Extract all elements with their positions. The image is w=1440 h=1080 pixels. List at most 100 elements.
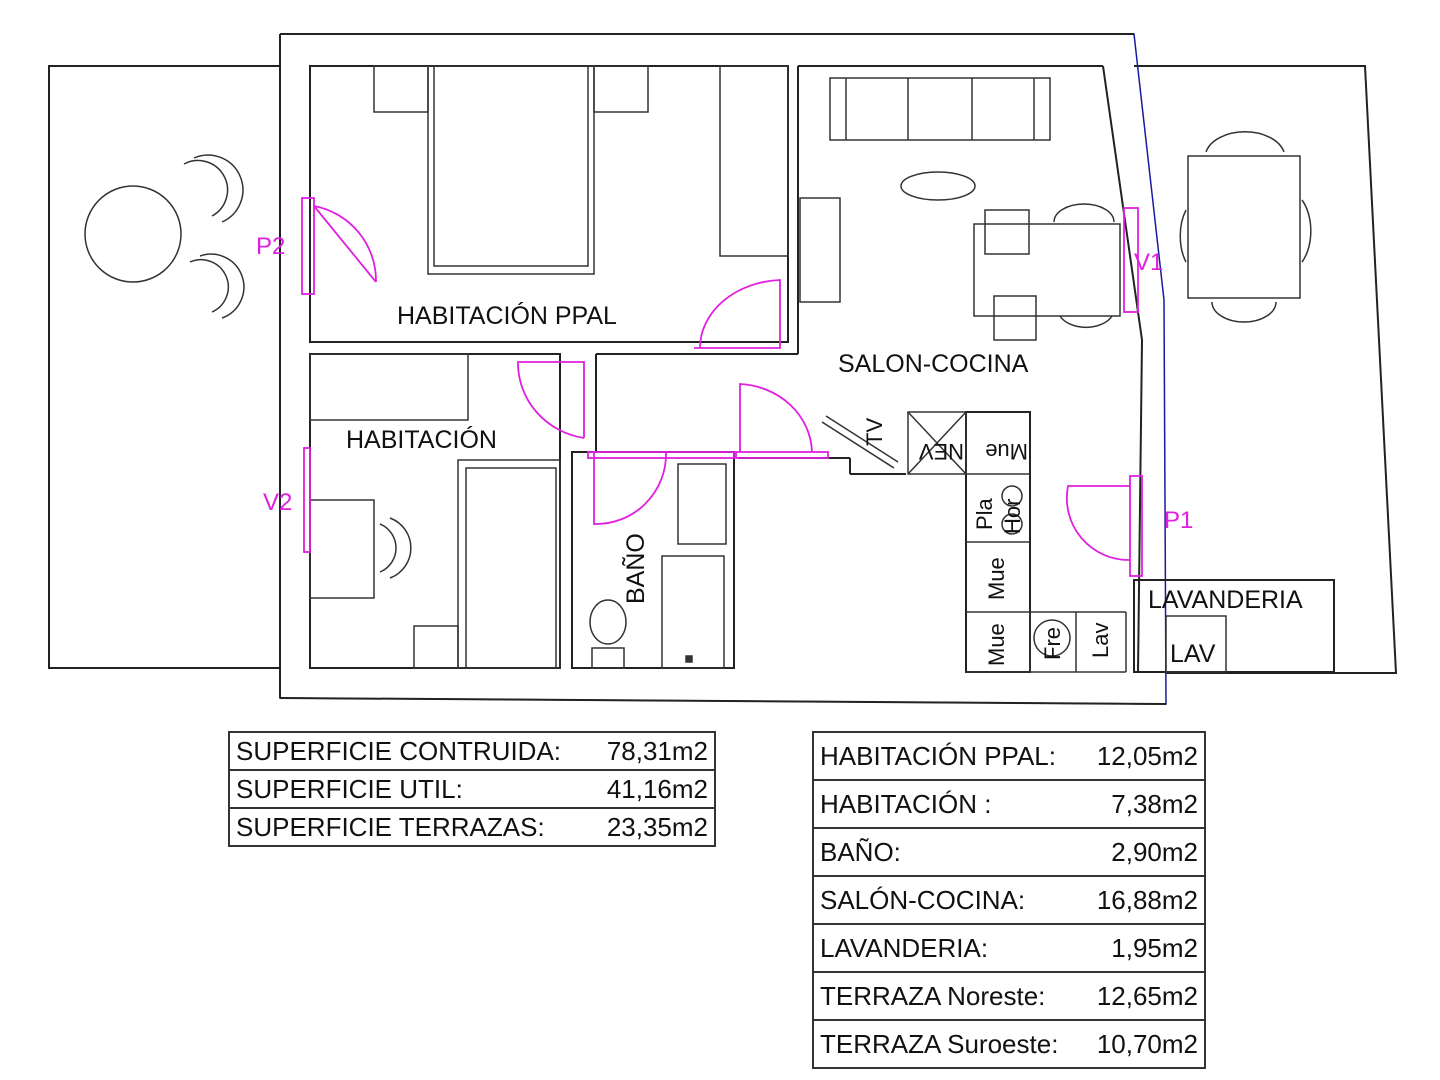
sofa	[829, 77, 1051, 141]
window-v1	[1123, 207, 1139, 313]
door-bedroom	[517, 361, 585, 439]
wardrobe	[719, 65, 789, 257]
shower	[661, 555, 725, 669]
door-living	[739, 383, 813, 453]
summary-value: 41,16m2	[592, 769, 715, 808]
chair	[1059, 315, 1113, 329]
label-p2: P2	[256, 233, 285, 260]
room-area-label: HABITACIÓN :	[813, 779, 1083, 828]
table-row: SUPERFICIE UTIL: 41,16m2	[229, 769, 715, 808]
fridge	[907, 411, 967, 475]
nightstand	[373, 65, 429, 113]
label-mue-mid: Mue	[984, 557, 1009, 600]
washing-machine	[1165, 615, 1227, 673]
summary-value: 23,35m2	[592, 807, 715, 846]
exterior-wall	[279, 697, 1167, 705]
table-row: HABITACIÓN : 7,38m2	[813, 779, 1205, 828]
label-lav: Lav	[1088, 623, 1113, 658]
chair	[984, 209, 1030, 255]
sink	[1033, 619, 1071, 657]
door-p1-frame	[1129, 475, 1143, 577]
label-mue-bottom: Mue	[984, 623, 1009, 666]
room-area-label: HABITACIÓN PPAL:	[820, 740, 1056, 771]
table-row: LAVANDERIA: 1,95m2	[813, 923, 1205, 972]
chair	[993, 295, 1037, 341]
label-p1: P1	[1164, 507, 1193, 534]
chair	[1205, 131, 1285, 153]
coffee-table	[900, 171, 976, 201]
opening-frame	[587, 451, 735, 459]
room-area-value: 16,88m2	[1082, 875, 1205, 924]
chair	[189, 258, 230, 313]
summary-label: SUPERFICIE UTIL:	[229, 769, 593, 808]
room-area-label: TERRAZA Suroeste:	[813, 1019, 1083, 1068]
toilet	[589, 599, 627, 645]
label-lav-unit: LAV	[1170, 640, 1216, 668]
hob-burner	[1001, 485, 1023, 507]
tv-unit	[821, 421, 895, 469]
label-habitacion: HABITACIÓN	[346, 425, 497, 454]
table-row: BAÑO: 2,90m2	[813, 827, 1205, 876]
room-area-value: 7,38m2	[1082, 779, 1205, 828]
room-lavanderia	[1133, 579, 1335, 673]
tv-unit	[825, 415, 899, 463]
label-lavanderia: LAVANDERIA	[1148, 586, 1303, 614]
toilet-tank	[591, 647, 625, 669]
table-row: SUPERFICIE CONTRUIDA: 78,31m2	[229, 732, 715, 770]
label-salon-cocina: SALON-COCINA	[838, 350, 1029, 378]
terrace-southwest	[48, 65, 281, 669]
label-habitacion-ppal: HABITACIÓN PPAL	[397, 301, 617, 330]
label-nev: NEV	[918, 439, 964, 464]
double-bed	[427, 65, 595, 275]
shower-drain	[685, 655, 693, 663]
room-habitacion	[309, 353, 561, 669]
desk	[309, 499, 375, 599]
dining-table	[973, 223, 1121, 317]
label-pla: Pla	[972, 497, 997, 530]
room-bano	[571, 451, 735, 669]
label-fre: Fre	[1040, 627, 1065, 660]
chair	[389, 517, 412, 579]
door-main-bedroom	[694, 279, 781, 349]
room-area-label: SALÓN-COCINA:	[813, 875, 1083, 924]
room-areas-table: HABITACIÓN PPAL: 12,05m2 HABITACIÓN : 7,…	[812, 731, 1206, 1069]
table-row: TERRAZA Noreste: 12,65m2	[813, 971, 1205, 1020]
nightstand	[413, 625, 459, 669]
room-area-value: 10,70m2	[1082, 1019, 1205, 1068]
chair	[193, 154, 244, 223]
label-v1: V1	[1134, 249, 1163, 276]
room-area-label: LAVANDERIA:	[813, 923, 1083, 972]
label-v2: V2	[263, 489, 292, 516]
table-row: TERRAZA Suroeste: 10,70m2	[813, 1019, 1205, 1068]
chair	[183, 159, 229, 217]
mattress	[465, 467, 557, 669]
surface-summary-table: SUPERFICIE CONTRUIDA: 78,31m2 SUPERFICIE…	[228, 731, 716, 847]
room-area-value: 1,95m2	[1082, 923, 1205, 972]
single-bed	[457, 459, 561, 669]
chair	[379, 523, 397, 573]
hob-burner	[1001, 513, 1023, 535]
door-p1-swing	[1065, 485, 1131, 561]
room-area-value: 12,65m2	[1082, 971, 1205, 1020]
built-boundary	[279, 33, 1167, 705]
summary-value: 78,31m2	[606, 735, 708, 766]
label-bano: BAÑO	[621, 533, 650, 604]
door-p2-frame	[301, 197, 315, 295]
chair	[1301, 199, 1312, 263]
room-habitacion-ppal	[309, 65, 789, 343]
table-row: HABITACIÓN PPAL: 12,05m2	[813, 732, 1205, 780]
opening-frame	[735, 451, 829, 459]
chair	[1179, 209, 1187, 263]
room-area-value: 2,90m2	[1082, 827, 1205, 876]
cabinet	[799, 197, 841, 303]
chair	[199, 253, 245, 319]
table-row: SUPERFICIE TERRAZAS: 23,35m2	[229, 807, 715, 846]
label-hor: Hor	[1000, 499, 1025, 534]
window-v2	[303, 447, 311, 553]
room-area-label: BAÑO:	[813, 827, 1083, 876]
room-area-label: TERRAZA Noreste:	[813, 971, 1083, 1020]
label-mue-top: Mue	[985, 439, 1028, 464]
wardrobe	[309, 353, 469, 421]
chair	[1053, 203, 1115, 223]
room-area-value: 12,05m2	[1096, 740, 1198, 771]
